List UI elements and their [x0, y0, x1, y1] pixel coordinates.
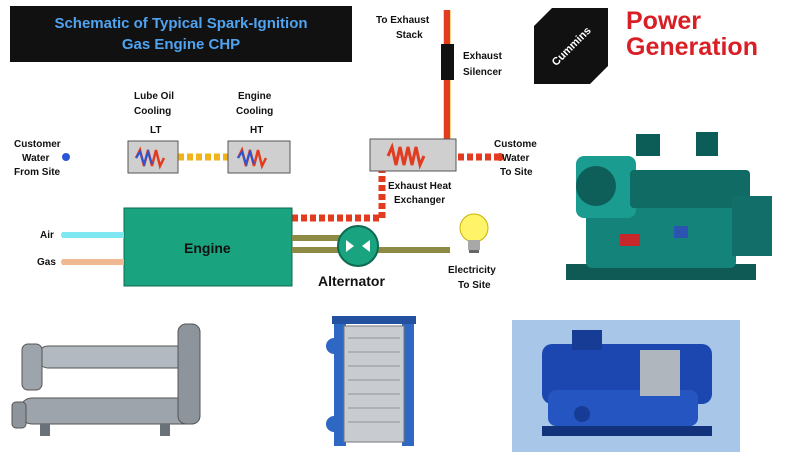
brand-power: Power [626, 7, 702, 35]
alternator [337, 225, 379, 267]
air-inlet-dot [61, 232, 67, 238]
label-customer-out-2: Water [502, 153, 530, 164]
diagram-title: Schematic of Typical Spark-Ignition Gas … [10, 6, 352, 62]
engine-block [123, 207, 293, 287]
label-lt: LT [150, 125, 162, 136]
gas-inlet-dot [61, 259, 67, 265]
ht-coil-cold [237, 148, 255, 168]
lightbulb-icon [459, 213, 489, 253]
label-exhaust: Exhaust [463, 51, 502, 62]
engine-exhaust-pipe [292, 160, 386, 222]
alternator-symbol [346, 240, 370, 252]
label-electricity: Electricity [448, 265, 496, 276]
label-alternator: Alternator [318, 273, 385, 289]
pipe-inlet-dot [62, 153, 70, 161]
cummins-logo: Cummins [534, 8, 608, 84]
absorption-chiller-image [512, 320, 740, 452]
title-line-2: Gas Engine CHP [121, 36, 241, 53]
label-gas: Gas [37, 257, 56, 268]
label-customer-in-2: Water [22, 153, 50, 164]
pipe-outlet-dot [496, 153, 504, 161]
label-exhaust-heat: Exhaust Heat [388, 181, 452, 192]
brand-generation: Generation [626, 33, 758, 61]
label-to-site: To Site [458, 280, 491, 291]
label-customer-out-3: To Site [500, 167, 533, 178]
exhaust-coil [386, 142, 426, 170]
lt-coil-cold [135, 148, 153, 168]
label-silencer: Silencer [463, 67, 502, 78]
label-stack: Stack [396, 30, 423, 41]
genset-image [566, 132, 772, 280]
chp-schematic [61, 10, 504, 287]
label-customer-in-1: Customer [14, 139, 61, 150]
label-ht: HT [250, 125, 264, 136]
label-air: Air [40, 230, 54, 241]
plate-exchanger-image [326, 316, 416, 446]
label-customer-out-1: Custome [494, 139, 537, 150]
label-lube-oil: Lube Oil [134, 91, 174, 102]
label-customer-in-3: From Site [14, 167, 61, 178]
title-line-1: Schematic of Typical Spark-Ignition [54, 15, 308, 32]
label-exchanger: Exchanger [394, 195, 446, 206]
label-engine-cooling: Engine [238, 91, 272, 102]
exhaust-silencer [441, 44, 454, 80]
label-to-exhaust: To Exhaust [376, 15, 430, 26]
label-engine: Engine [184, 240, 231, 256]
label-cooling-1: Cooling [134, 106, 172, 117]
label-cooling-2: Cooling [236, 106, 274, 117]
shell-tube-exchanger-image [11, 323, 201, 436]
